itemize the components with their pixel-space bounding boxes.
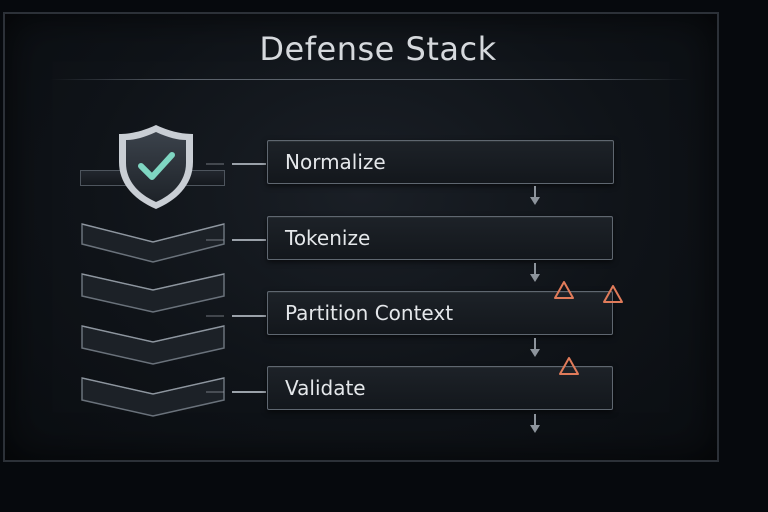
layer-plate-4 bbox=[81, 377, 225, 417]
title-divider bbox=[50, 79, 690, 80]
arrow-down-icon bbox=[529, 186, 541, 206]
warning-triangle-icon bbox=[559, 357, 579, 375]
warning-triangle-icon bbox=[603, 285, 623, 303]
step-normalize[interactable]: Normalize bbox=[267, 140, 614, 184]
arrow-down-icon bbox=[529, 263, 541, 283]
step-label: Normalize bbox=[285, 150, 386, 174]
step-label: Partition Context bbox=[285, 301, 454, 325]
arrow-down-icon bbox=[529, 338, 541, 358]
layer-plate-3 bbox=[81, 325, 225, 365]
shield-check-icon bbox=[119, 125, 193, 209]
step-label: Tokenize bbox=[285, 226, 371, 250]
step-validate[interactable]: Validate bbox=[267, 366, 613, 410]
layer-plate-2 bbox=[81, 273, 225, 313]
connector-3 bbox=[206, 315, 266, 317]
warning-triangle-icon bbox=[554, 281, 574, 299]
connector-4 bbox=[206, 391, 266, 393]
step-label: Validate bbox=[285, 376, 366, 400]
diagram-title: Defense Stack bbox=[259, 30, 497, 68]
connector-1 bbox=[206, 163, 266, 165]
connector-2 bbox=[206, 239, 266, 241]
arrow-down-icon bbox=[529, 414, 541, 434]
step-tokenize[interactable]: Tokenize bbox=[267, 216, 613, 260]
layer-plate-1 bbox=[81, 223, 225, 263]
